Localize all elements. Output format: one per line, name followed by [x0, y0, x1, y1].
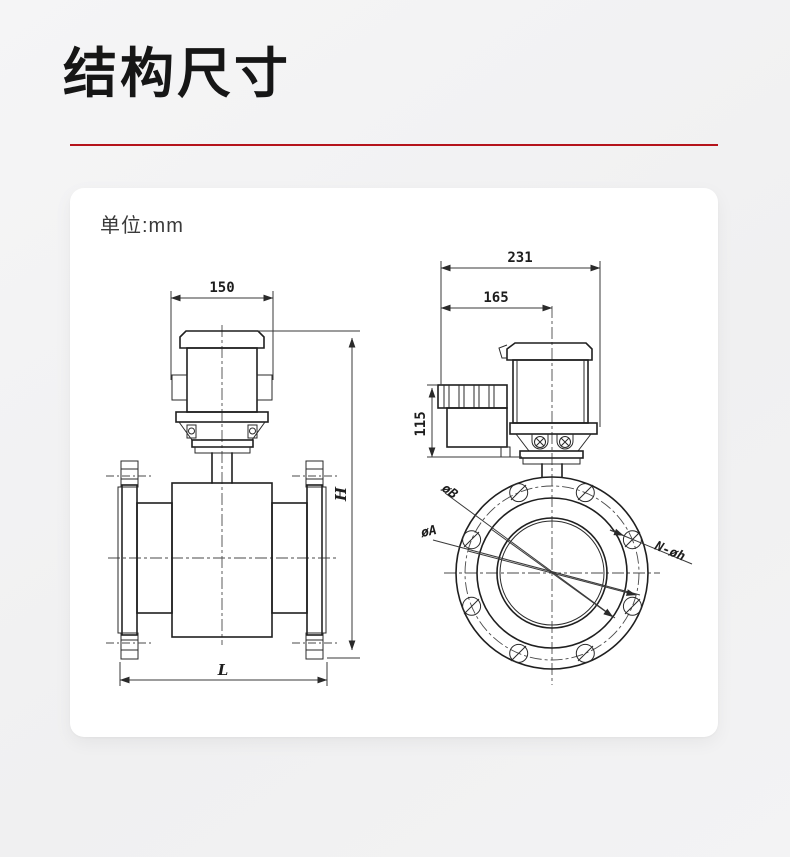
right-flange-top-bolt [305, 460, 324, 488]
dia-A-arrows [467, 550, 636, 595]
bracket-bolt [559, 436, 571, 448]
converter-body-walls [516, 360, 585, 423]
dim-H-extension-lines [258, 330, 360, 659]
dim-165-label: 165 [483, 290, 508, 306]
bolt-centerlines [292, 475, 338, 644]
adapter-plate-lower [194, 446, 251, 454]
front-view: 231 165 115 øB øA N-øh [413, 250, 693, 685]
bracket-bolt [249, 427, 256, 435]
dim-150-extension-lines [170, 291, 274, 380]
bolt-detail [121, 639, 138, 651]
title-underline [70, 144, 718, 146]
right-flange-face [321, 486, 327, 634]
bolt-detail [306, 639, 323, 651]
converter-cap [179, 330, 265, 349]
dia-B-label: øB [438, 481, 460, 503]
neck [541, 463, 563, 478]
dim-150-label: 150 [209, 280, 234, 296]
converter-body [512, 359, 589, 424]
mounting-plate [509, 422, 598, 435]
dia-A-label: øA [419, 523, 438, 541]
adapter-plate-lower [522, 457, 581, 465]
dim-115-extension-lines [427, 384, 522, 458]
display-box-ribs [437, 384, 508, 409]
dimension-drawing: 150 H L [106, 250, 693, 686]
mounting-bracket [515, 433, 592, 452]
right-flange [306, 484, 323, 636]
display-box-body [446, 407, 508, 448]
bolt-circle [464, 485, 640, 661]
dim-H-label: H [332, 486, 350, 502]
raised-face-circle [476, 497, 628, 649]
bolt-detail [121, 468, 138, 480]
bore-outer-circle [496, 517, 608, 629]
content-card: 单位:mm [70, 188, 718, 737]
dia-B-arrows [490, 528, 613, 617]
bolt-cross-marks [535, 437, 570, 447]
converter-left-tab [171, 374, 188, 401]
dim-231-extension-lines [440, 261, 601, 427]
bolt-slots [531, 434, 574, 450]
left-flange [121, 484, 138, 636]
converter-right-tab [256, 374, 273, 401]
bracket-bolt [534, 436, 546, 448]
bracket-bolt-slot [186, 424, 197, 439]
dim-231-label: 231 [507, 250, 532, 266]
bracket-bolt-slot [247, 424, 258, 439]
bracket-bolt [188, 427, 195, 435]
right-flange-bottom-bolt [305, 632, 324, 660]
bore-inner-circle [499, 520, 605, 626]
bolt-centerlines [106, 475, 152, 644]
side-view: 150 H L [106, 280, 360, 686]
dia-A-line [432, 539, 641, 596]
flange-outer-circle [455, 476, 649, 670]
dim-115-label: 115 [413, 411, 429, 436]
dim-L-label: L [217, 661, 229, 679]
left-flange-face [117, 486, 123, 634]
page-title: 结构尺寸 [63, 44, 291, 104]
unit-label: 单位:mm [100, 215, 184, 237]
converter-cap [506, 342, 593, 361]
left-flange-top-bolt [120, 460, 139, 488]
cap-clip [498, 344, 508, 359]
adapter-plate-upper [519, 450, 584, 459]
holes-leader-line [609, 529, 693, 565]
holes-leader-arrow [609, 528, 624, 536]
mounting-plate [175, 411, 269, 423]
adapter-plate-upper [191, 439, 254, 448]
bolt-detail [306, 468, 323, 480]
rib-lines [443, 385, 495, 408]
dia-B-line [444, 492, 616, 619]
display-box-foot [500, 446, 511, 458]
neck [211, 452, 233, 484]
holes-label: N-øh [652, 538, 688, 564]
left-flange-bottom-bolt [120, 632, 139, 660]
